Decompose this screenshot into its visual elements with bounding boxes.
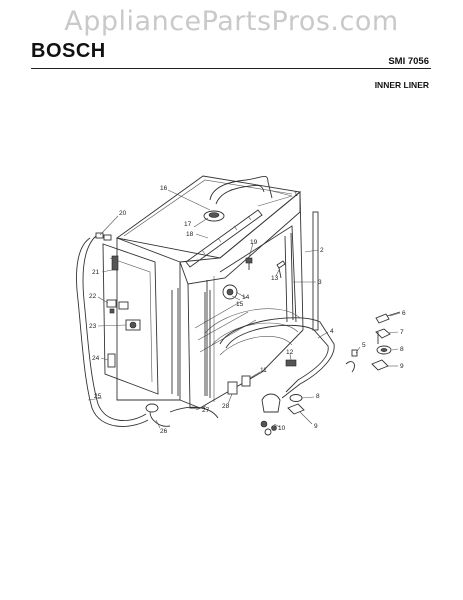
drain-outlet-26	[145, 403, 171, 427]
callout-26: 26	[160, 428, 168, 435]
callout-22: 22	[89, 293, 97, 300]
screw-13	[276, 260, 286, 279]
section-title: INNER LINER	[374, 80, 429, 90]
clip-19	[245, 257, 253, 270]
callout-4: 4	[330, 328, 334, 335]
callout-28: 28	[222, 403, 230, 410]
fill-cap-17	[203, 210, 225, 222]
valve-22	[106, 299, 129, 314]
callout-12: 12	[286, 349, 294, 356]
callout-9-lower: 9	[314, 423, 318, 430]
heater-pipe-4	[219, 317, 335, 399]
door-seal-strips	[284, 211, 319, 331]
tub-body	[115, 175, 304, 409]
callout-24: 24	[92, 355, 100, 362]
callout-8: 8	[400, 346, 404, 353]
callout-27: 27	[202, 407, 210, 414]
callout-14: 14	[242, 294, 250, 301]
top-rail-18	[185, 209, 263, 268]
callout-18: 18	[186, 231, 194, 238]
callout-11: 11	[260, 367, 267, 374]
callout-10: 10	[278, 425, 286, 432]
callout-20: 20	[119, 210, 127, 217]
callout-1: 1	[294, 191, 298, 198]
fill-hose-20	[76, 232, 149, 427]
side-bracket-21	[102, 243, 159, 395]
dispenser-14	[222, 284, 238, 300]
header-divider	[31, 68, 431, 69]
callout-21: 21	[92, 269, 100, 276]
callout-8-lower: 8	[316, 393, 320, 400]
callout-9: 9	[400, 363, 404, 370]
top-spray-arm	[209, 175, 273, 205]
callout-5: 5	[362, 342, 366, 349]
heater-connector-10	[260, 393, 281, 436]
callout-7: 7	[400, 329, 404, 336]
pump-23	[125, 319, 141, 331]
watermark: AppliancePartsPros.com	[64, 6, 399, 37]
callout-2: 2	[320, 247, 324, 254]
callout-17: 17	[184, 221, 192, 228]
brand-logo: BOSCH	[31, 40, 106, 62]
callout-16: 16	[160, 185, 168, 192]
callout-labels: 1 2 3 4 5 6 7 8 8 9 9 10 11 12 13 14 15 …	[89, 185, 406, 435]
callout-19: 19	[250, 239, 258, 246]
callout-3: 3	[318, 279, 322, 286]
right-small-parts	[287, 311, 401, 415]
sensor-24	[107, 353, 116, 368]
base-parts	[169, 359, 297, 419]
callout-6: 6	[402, 310, 406, 317]
leader-lines	[87, 189, 401, 429]
callout-25: 25	[94, 393, 102, 400]
callout-15: 15	[236, 301, 244, 308]
callout-23: 23	[89, 323, 97, 330]
callout-13: 13	[271, 275, 279, 282]
model-number: SMI 7056	[388, 56, 429, 67]
